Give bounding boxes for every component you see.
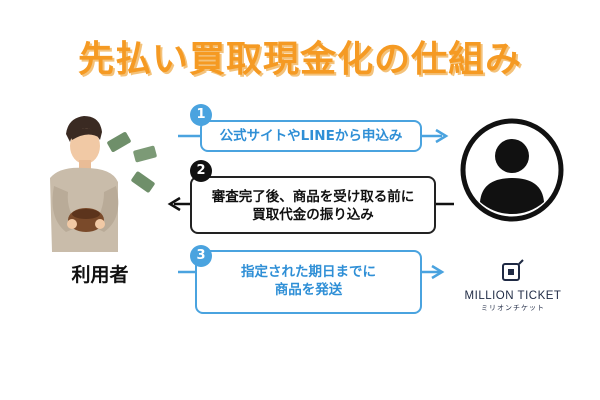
brand-subtitle: ミリオンチケット xyxy=(481,304,545,312)
arrow-step-1 xyxy=(178,128,449,144)
page-title: 先払い買取現金化の仕組み xyxy=(77,39,522,80)
step-2-box: 審査完了後、商品を受け取る前に 買取代金の振り込み xyxy=(190,176,436,234)
arrow-step-2 xyxy=(167,196,454,212)
step-1-badge: 1 xyxy=(190,104,212,126)
money-icon xyxy=(107,132,157,193)
step-1-box: 公式サイトやLINEから申込み xyxy=(200,120,422,152)
step-2-text-line-1: 審査完了後、商品を受け取る前に xyxy=(211,189,415,205)
step-2-badge: 2 xyxy=(190,160,212,182)
step-3-text-line-2: 商品を発送 xyxy=(274,282,343,298)
arrow-step-3 xyxy=(178,264,445,280)
brand-name: MILLION TICKET xyxy=(464,290,562,302)
user-illustration xyxy=(50,116,157,252)
company-avatar-icon xyxy=(460,118,564,222)
million-ticket-logo-icon xyxy=(502,259,524,281)
step-3-badge: 3 xyxy=(190,245,212,267)
step-2-text-line-2: 買取代金の振り込み xyxy=(252,207,374,223)
step-3-box: 指定された期日までに 商品を発送 xyxy=(195,250,422,314)
step-1-text: 公式サイトやLINEから申込み xyxy=(219,128,403,144)
step-3-text-line-1: 指定された期日までに xyxy=(241,264,376,280)
user-label: 利用者 xyxy=(71,264,129,286)
